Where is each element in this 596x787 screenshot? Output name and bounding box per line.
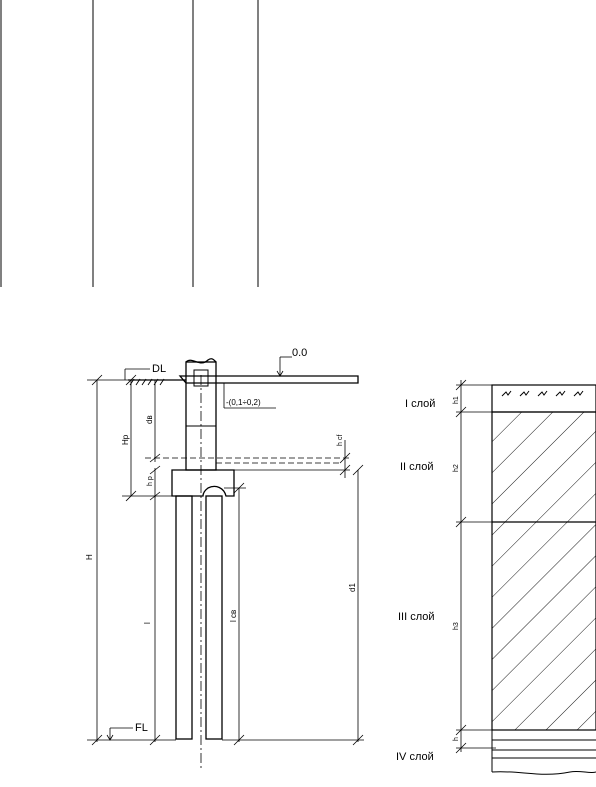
lcv-label: l св <box>229 610 238 622</box>
Hp-label: Hp <box>121 434 130 445</box>
foundation-drawing <box>128 358 359 770</box>
soil-profile <box>455 379 596 775</box>
pile-cap <box>171 469 235 497</box>
offset-label: -(0,1÷0,2) <box>226 398 261 407</box>
dimension-lines <box>87 356 364 746</box>
pile-right <box>205 495 223 740</box>
hcf-label: h cf <box>337 435 344 446</box>
layer-name-3: III слой <box>398 611 435 623</box>
h3-label: h3 <box>453 622 460 630</box>
soil-layer-4 <box>491 730 596 775</box>
dw-label: dв <box>145 415 154 424</box>
level-zero-label: 0.0 <box>292 347 307 359</box>
fl-label: FL <box>135 722 148 734</box>
h1-label: h1 <box>453 396 460 404</box>
hp-label: h p <box>147 476 154 486</box>
h4-label: h <box>453 737 460 741</box>
dl-label: DL <box>152 363 166 375</box>
soil-layer-1 <box>491 384 596 413</box>
l-label: l <box>143 622 152 624</box>
layer-name-1: I слой <box>405 398 435 410</box>
H-label: H <box>85 554 94 560</box>
topsoil-symbols <box>501 390 584 397</box>
h2-label: h2 <box>453 464 460 472</box>
soil-layer-2-3-hatch <box>491 411 596 731</box>
column-break <box>185 358 217 364</box>
top-table-fragment <box>0 0 259 287</box>
layer-name-2: II слой <box>400 461 433 473</box>
layer-name-4: IV слой <box>396 751 434 763</box>
d1-label: d1 <box>348 583 357 592</box>
pile-left <box>175 495 193 740</box>
floor-slab <box>178 375 359 384</box>
